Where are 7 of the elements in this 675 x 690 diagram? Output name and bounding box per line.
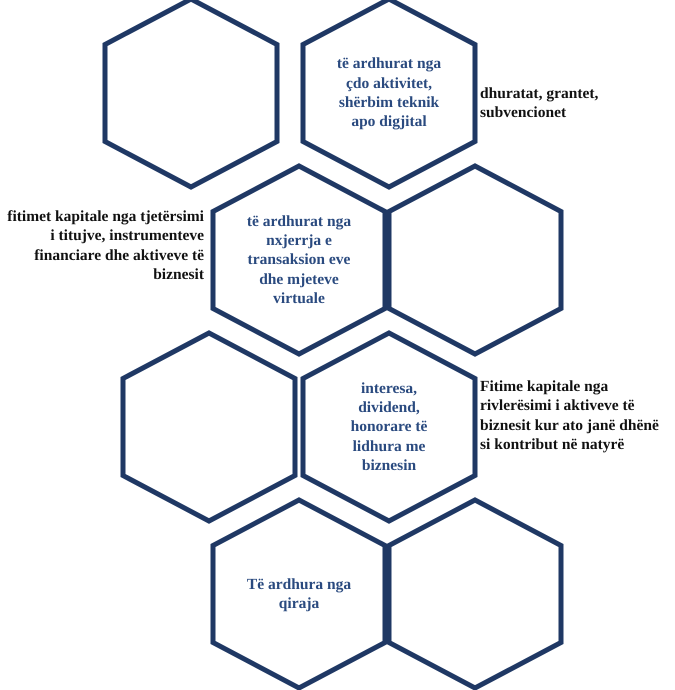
- side-note: dhuratat, grantet, subvencionet: [480, 84, 600, 123]
- side-note: fitimet kapitale nga tjetërsimi i titujve, instrumenteve financiare dhe aktiveve të biznesit: [6, 207, 204, 284]
- hexagon-text: Të ardhura nga qiraja: [246, 574, 352, 614]
- hexagon-text: të ardhurat nga nxjerrja e transaksion eve dhe mjeteve virtuale: [246, 212, 352, 308]
- hexagon-text: interesa, dividend, honorare të lidhura me biznesin: [350, 378, 428, 476]
- side-note: Fitime kapitale nga rivlerësimi i aktiveve të biznesit kur ato janë dhënë si kontribut në natyrë: [480, 377, 660, 454]
- hexagon-text: të ardhurat nga çdo aktivitet, shërbim teknik apo digjital: [336, 54, 442, 132]
